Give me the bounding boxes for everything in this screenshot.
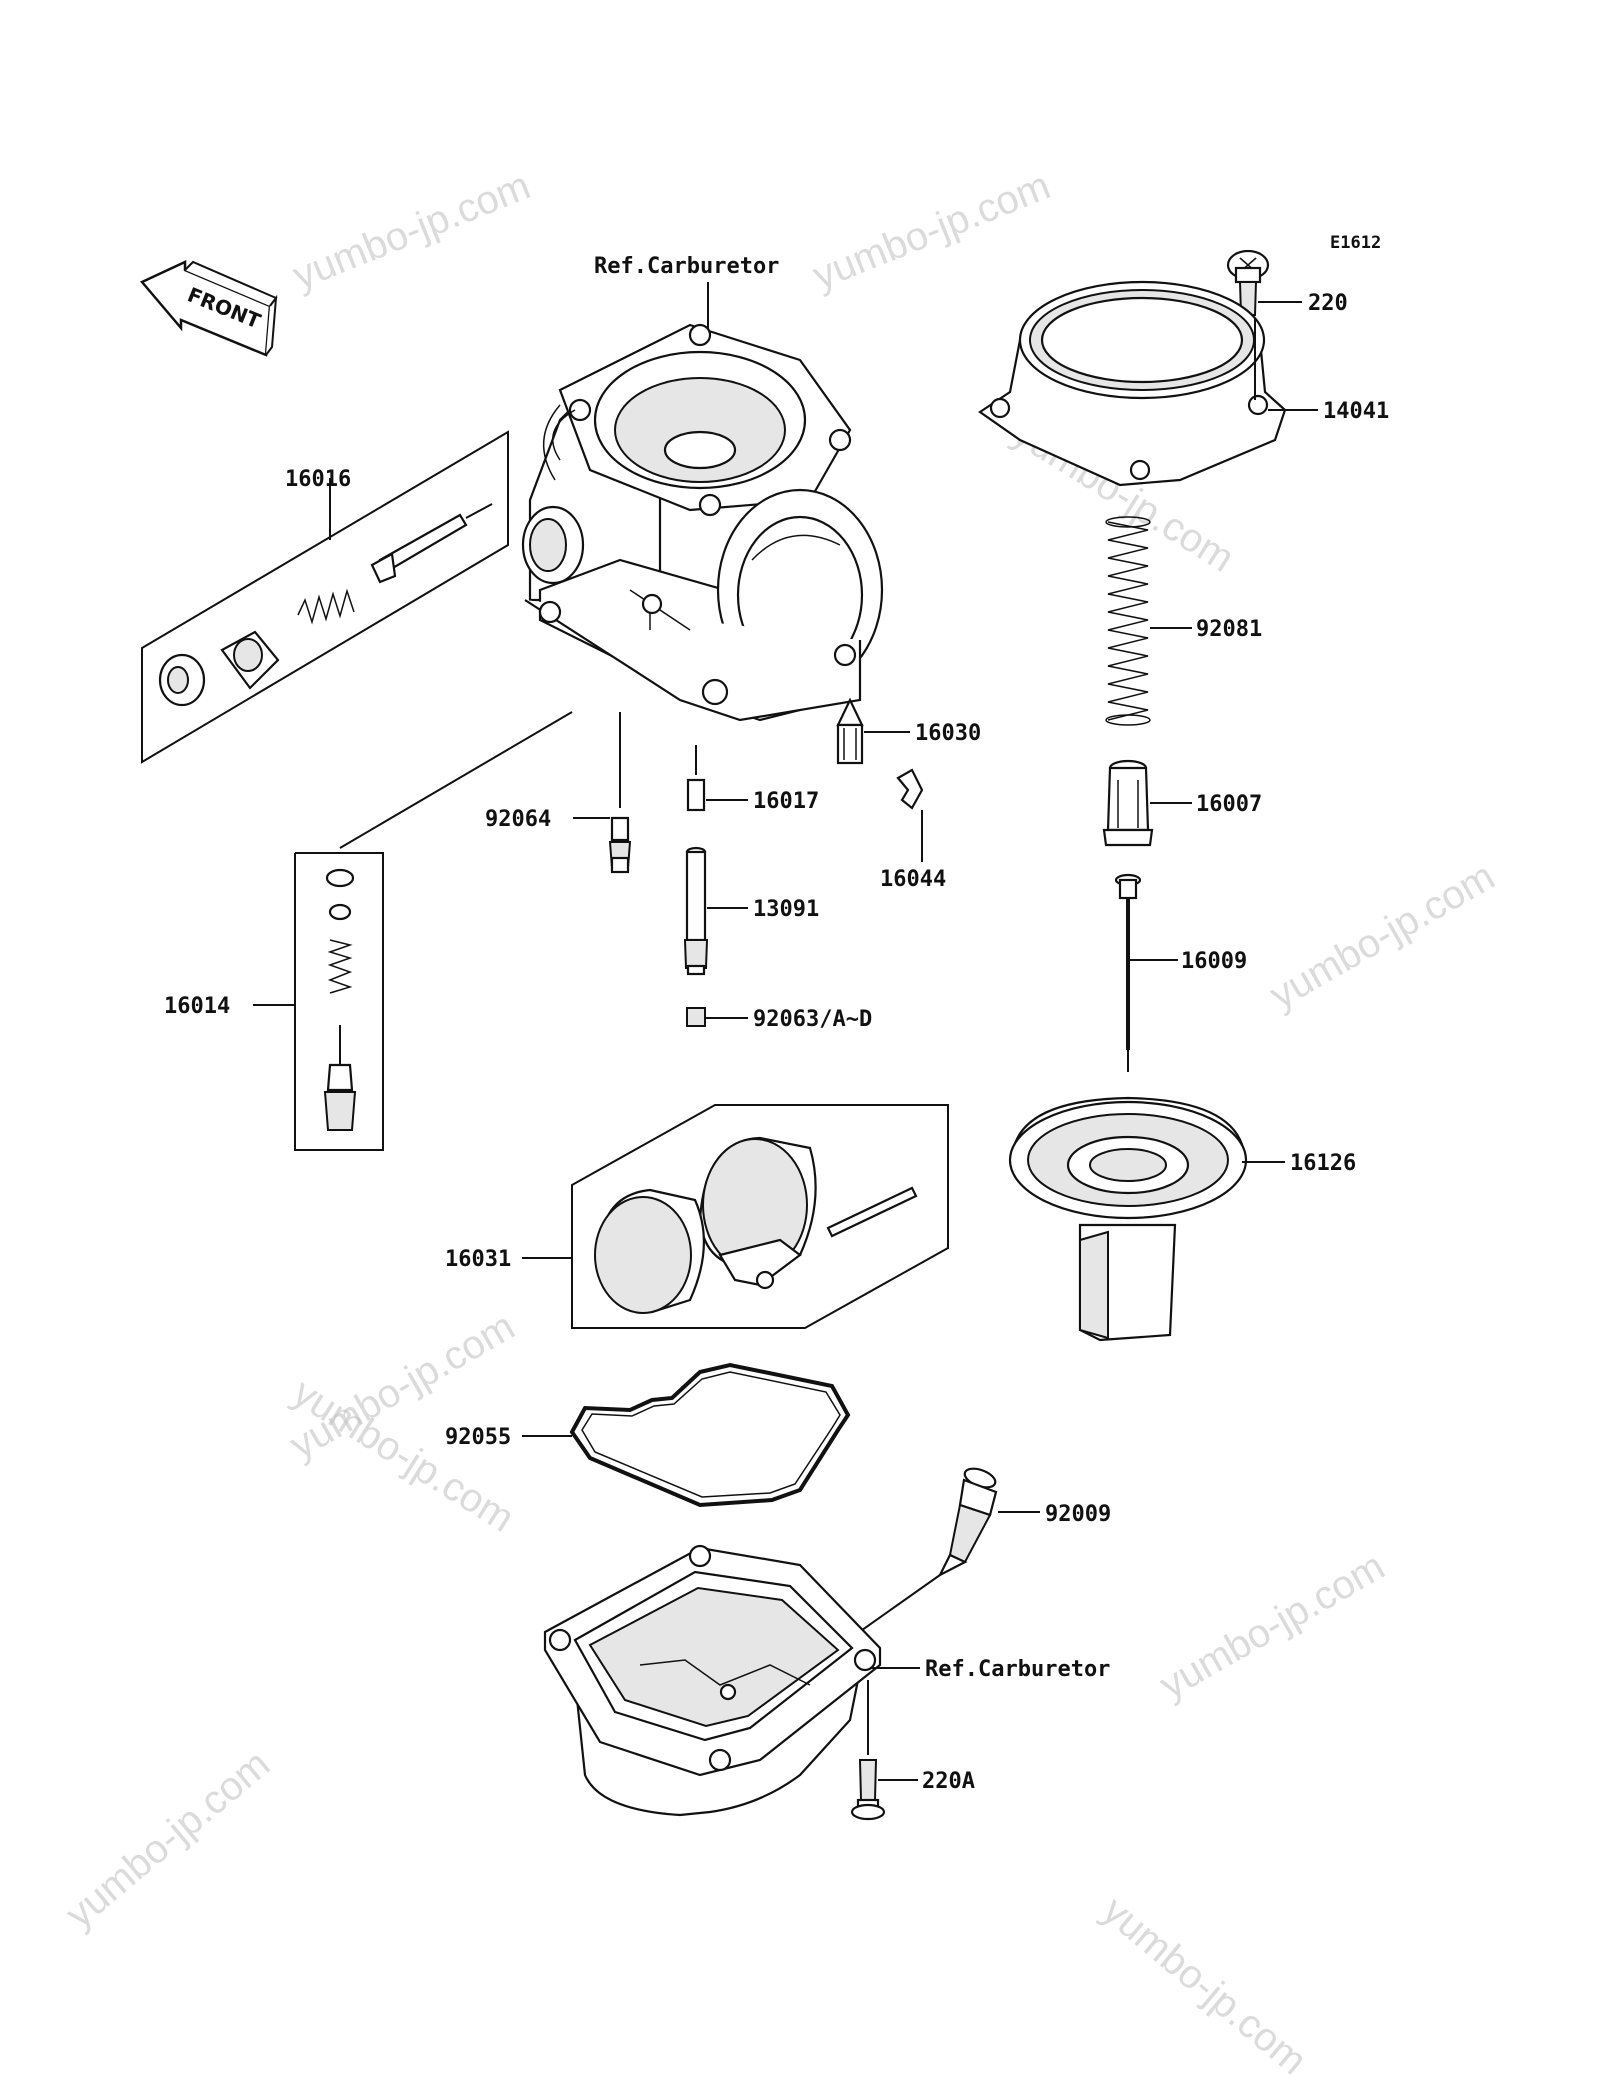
watermark: yumbo-jp.com xyxy=(1153,1544,1393,1708)
watermark: yumbo-jp.com xyxy=(1263,854,1503,1018)
part-16044-illustration xyxy=(896,768,924,810)
part-16014-illustration xyxy=(323,868,357,1131)
part-number-92063: 92063/A~D xyxy=(753,1007,872,1032)
part-number-92081: 92081 xyxy=(1196,617,1262,642)
front-arrow-icon: FRONT xyxy=(139,260,278,357)
carburetor-body-illustration xyxy=(521,323,884,722)
part-220A-illustration xyxy=(850,1759,886,1821)
float-bowl-illustration xyxy=(543,1544,882,1817)
part-92055-illustration xyxy=(569,1362,851,1508)
part-220-illustration xyxy=(1226,249,1270,316)
part-number-16044: 16044 xyxy=(880,867,946,892)
part-number-13091: 13091 xyxy=(753,897,819,922)
part-13091-illustration xyxy=(683,846,709,976)
part-92064-illustration xyxy=(608,816,632,874)
leader-line xyxy=(339,711,573,849)
part-number-92009: 92009 xyxy=(1045,1502,1111,1527)
part-16009-illustration xyxy=(1114,873,1142,1072)
watermark: yumbo-jp.com xyxy=(1094,1888,1315,2083)
part-16030-illustration xyxy=(836,697,864,765)
part-number-92064: 92064 xyxy=(485,807,551,832)
part-16126-illustration xyxy=(1008,1096,1248,1342)
part-number-16014: 16014 xyxy=(164,994,230,1019)
part-92081-illustration xyxy=(1105,516,1151,726)
part-16007-illustration xyxy=(1102,759,1154,847)
ref-carburetor-bottom: Ref.Carburetor xyxy=(925,1657,1110,1682)
part-number-16126: 16126 xyxy=(1290,1151,1356,1176)
part-16031-bracket xyxy=(571,1104,949,1329)
part-number-92055: 92055 xyxy=(445,1425,511,1450)
part-number-16017: 16017 xyxy=(753,789,819,814)
part-number-14041: 14041 xyxy=(1323,399,1389,424)
part-16016-illustration xyxy=(141,430,509,764)
part-number-16016: 16016 xyxy=(285,467,351,492)
part-14041-illustration xyxy=(978,280,1287,487)
part-16014-bracket xyxy=(294,852,384,1151)
part-16017-illustration xyxy=(686,778,706,812)
part-number-220A: 220A xyxy=(922,1769,975,1794)
part-number-220: 220 xyxy=(1308,291,1348,316)
diagram-code: E1612 xyxy=(1330,233,1381,253)
part-number-16009: 16009 xyxy=(1181,949,1247,974)
part-92063-illustration xyxy=(686,1007,706,1027)
watermark: yumbo-jp.com xyxy=(287,163,536,298)
watermark: yumbo-jp.com xyxy=(807,163,1056,298)
part-number-16007: 16007 xyxy=(1196,792,1262,817)
ref-carburetor-top: Ref.Carburetor xyxy=(594,254,779,279)
part-16031-illustration xyxy=(594,1136,918,1314)
part-number-16030: 16030 xyxy=(915,721,981,746)
watermark: yumbo-jp.com xyxy=(58,1742,279,1937)
part-92009-illustration xyxy=(937,1467,998,1578)
part-number-16031: 16031 xyxy=(445,1247,511,1272)
